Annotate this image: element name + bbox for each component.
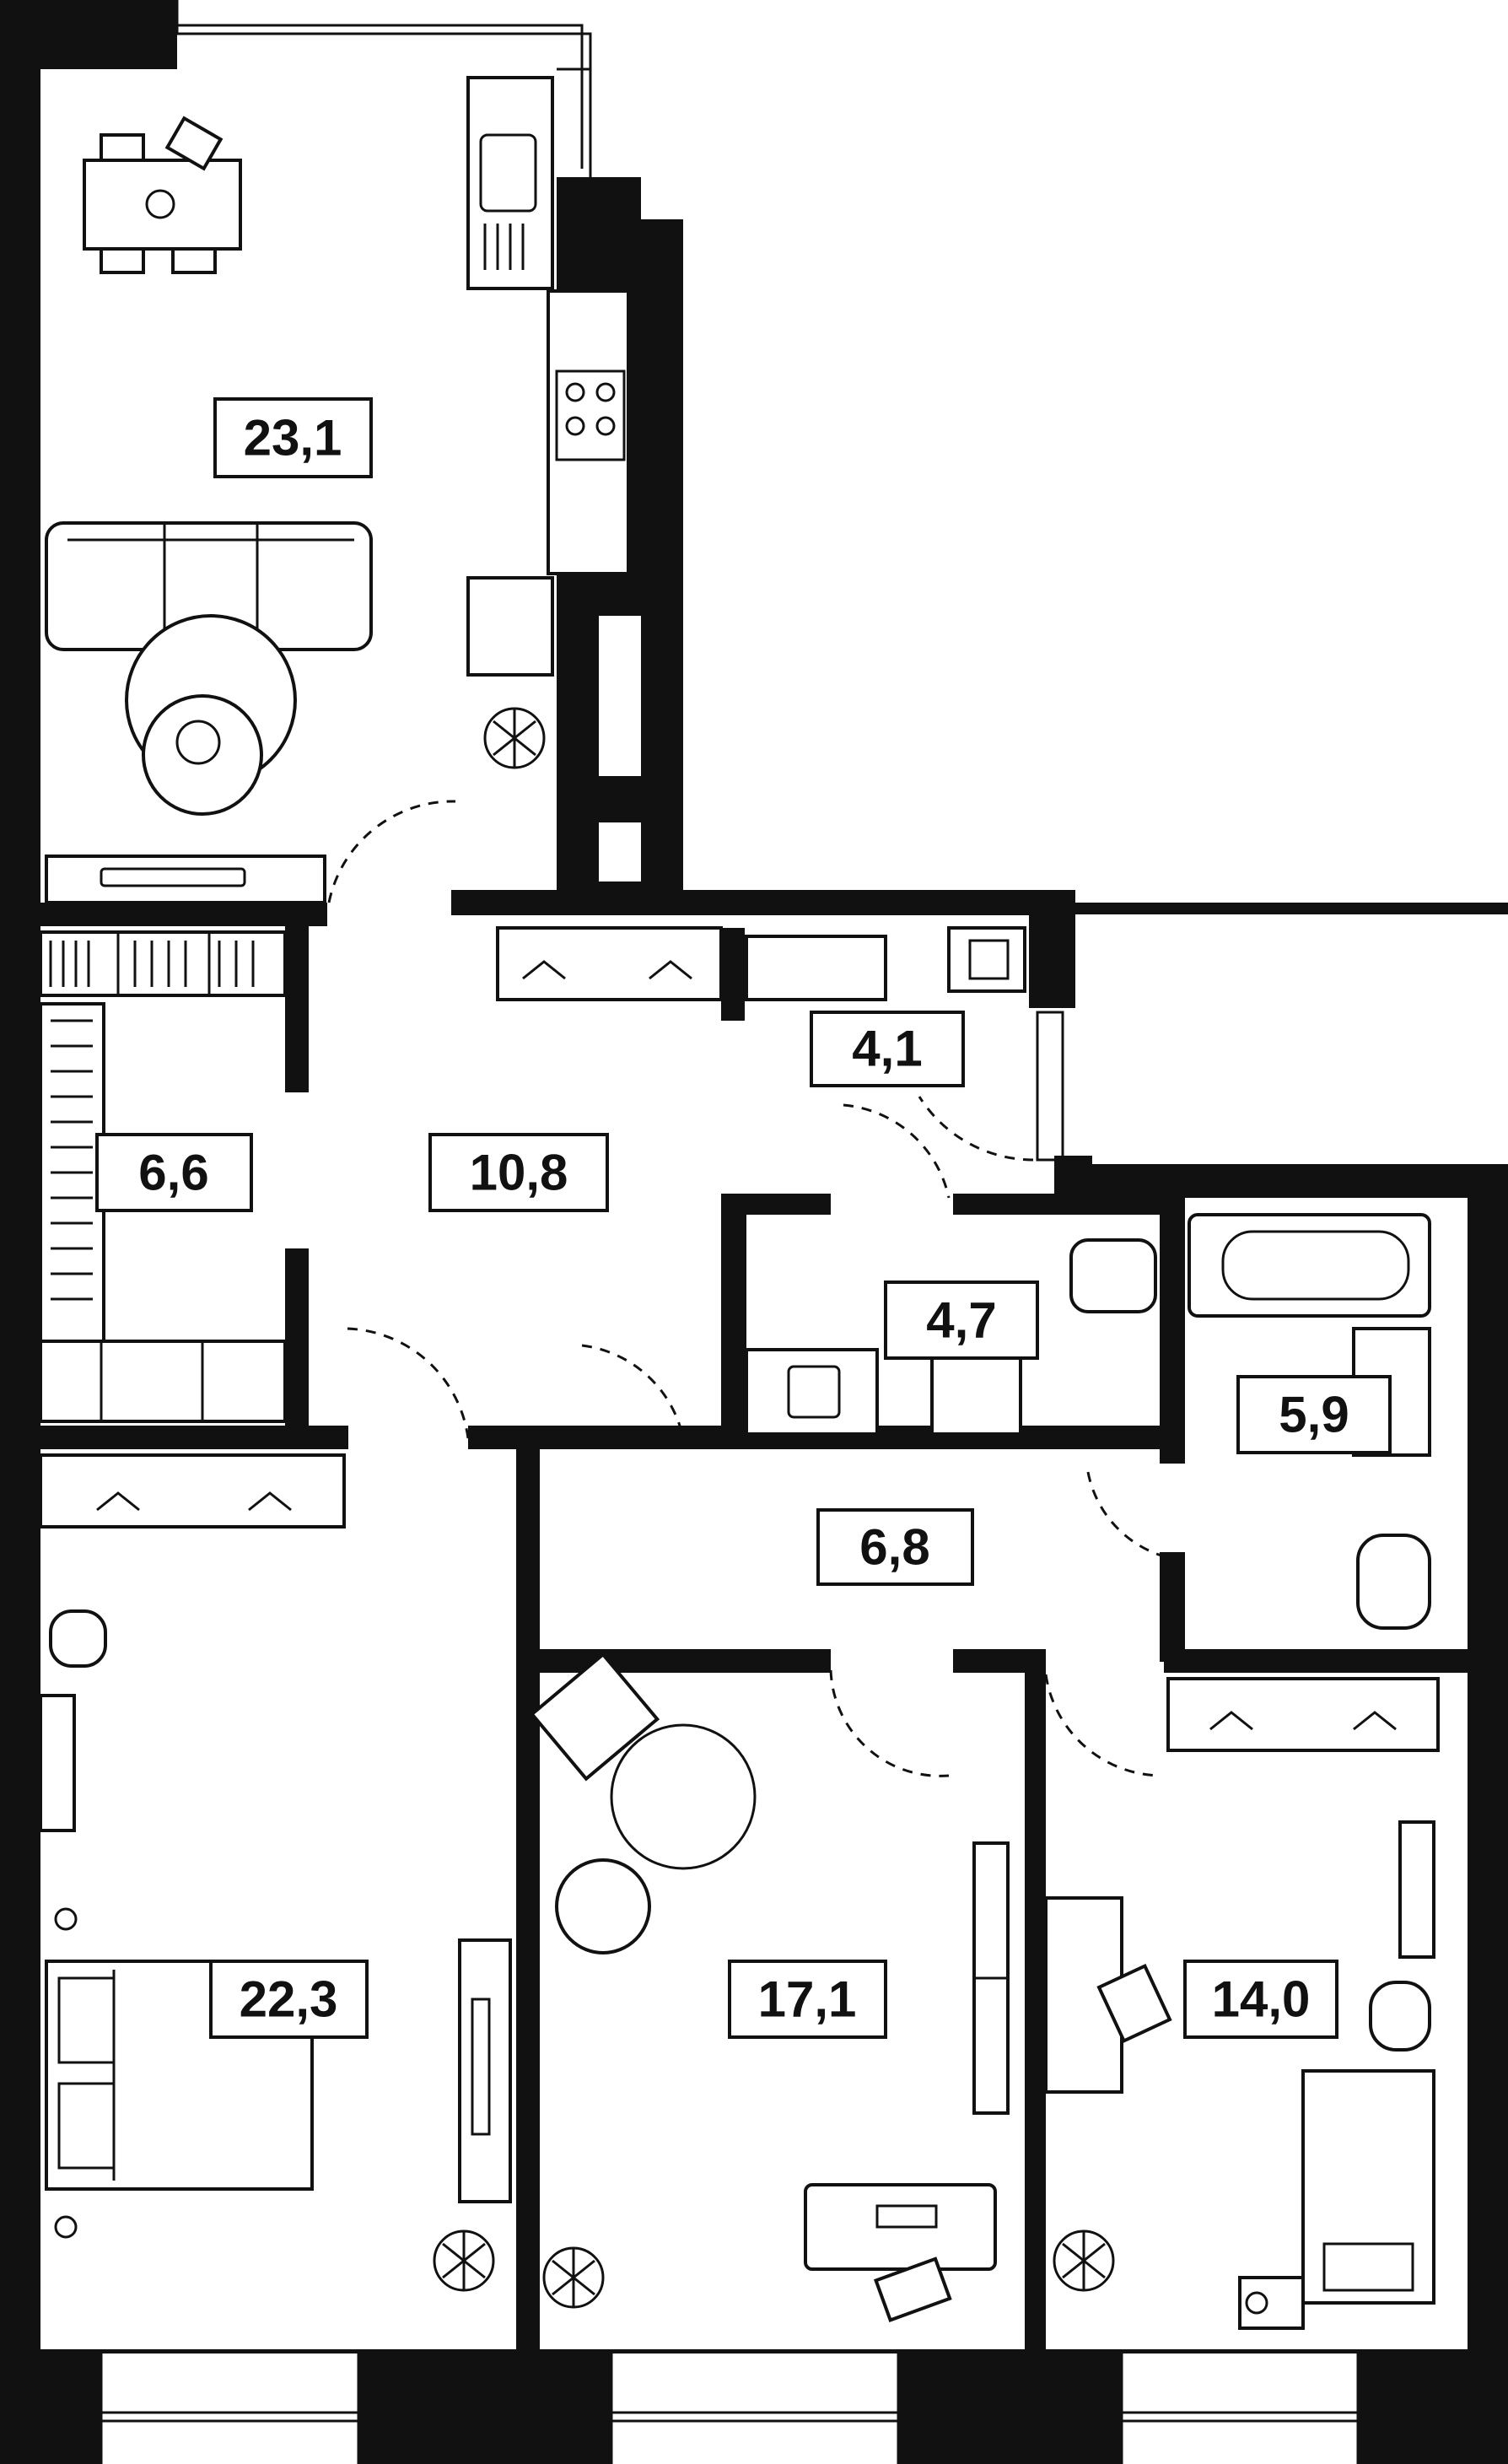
room-label-laundry: 4,1 [810, 1011, 965, 1087]
area-bathroom: 5,9 [1279, 1387, 1349, 1443]
room-label-corridor: 6,8 [816, 1508, 974, 1586]
room-label-toilet: 4,7 [884, 1281, 1039, 1360]
area-master-bedroom: 22,3 [240, 1971, 338, 2028]
area-kitchen-living: 23,1 [244, 410, 342, 466]
room-label-bathroom: 5,9 [1236, 1375, 1392, 1454]
area-bedroom-3: 14,0 [1212, 1971, 1311, 2028]
room-label-kitchen-living: 23,1 [213, 397, 373, 478]
room-label-master-bedroom: 22,3 [209, 1960, 369, 2039]
area-laundry: 4,1 [852, 1021, 922, 1077]
windows [100, 0, 1360, 2464]
room-labels: 23,1 6,6 10,8 4,1 4,7 5,9 6,8 22,3 [95, 397, 1392, 2039]
door-swings [327, 800, 1165, 1777]
room-label-wardrobe: 6,6 [95, 1133, 253, 1212]
area-wardrobe: 6,6 [138, 1145, 208, 1201]
room-label-bedroom-2: 17,1 [728, 1960, 887, 2039]
area-toilet: 4,7 [926, 1292, 996, 1349]
area-hall: 10,8 [470, 1145, 568, 1201]
room-label-hall: 10,8 [428, 1133, 609, 1212]
area-corridor: 6,8 [859, 1519, 929, 1576]
area-bedroom-2: 17,1 [758, 1971, 857, 2028]
room-label-bedroom-3: 14,0 [1183, 1960, 1338, 2039]
